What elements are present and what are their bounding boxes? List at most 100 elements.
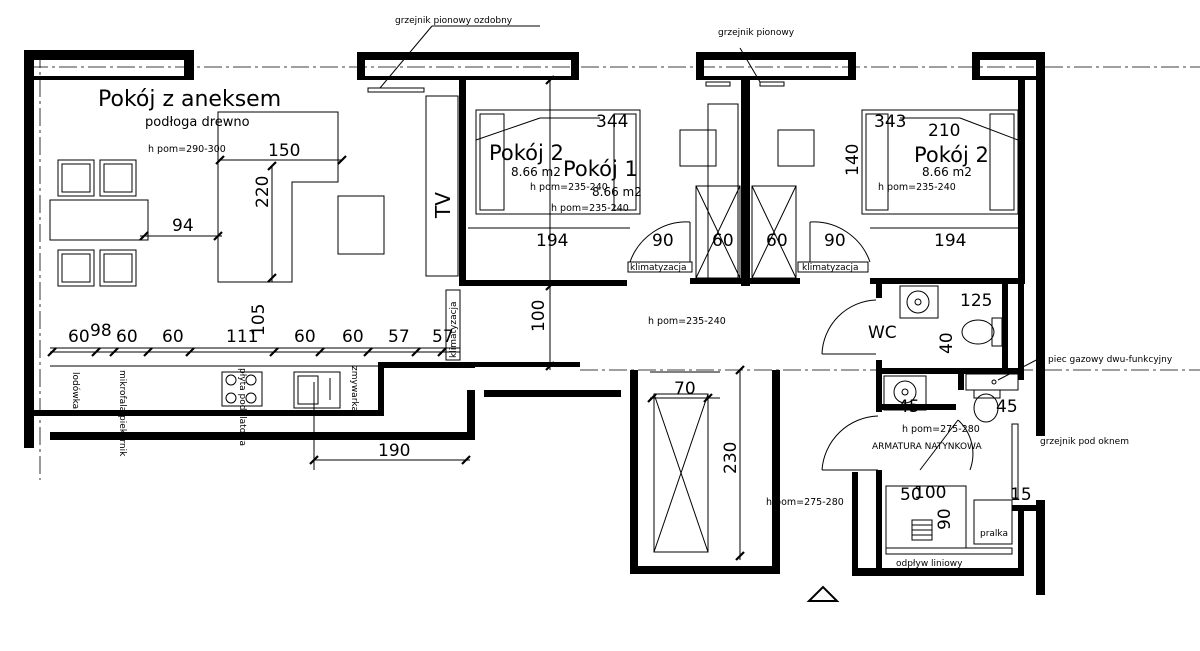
outer-walls [24,50,1045,595]
dim-190: 190 [378,441,410,461]
room-area: 8.66 m2 [922,165,972,179]
dim-111: 111 [226,327,258,347]
room-height: h pom=290-300 [148,144,226,155]
dim-60: 60 [294,327,316,347]
north-arrow-icon [806,585,840,602]
sink-icon [899,285,939,319]
bed [475,109,641,215]
dim-60: 60 [342,327,364,347]
kitchen: 60 98 60 60 111 105 60 60 57 57 lodówka … [47,289,471,470]
room-height: h pom=235-240 [551,203,629,214]
radiator-label: grzejnik pionowy ozdobny [395,16,513,26]
dim-70: 70 [674,379,696,399]
hob-label: płyta podblatowa [237,368,247,446]
dim-100: 100 [529,300,549,332]
living-room: Pokój z aneksem podłoga drewno h pom=290… [49,16,540,287]
room-name: Pokój 2 [914,143,989,167]
dim-57: 57 [388,327,410,347]
bathroom: 45 45 h pom=275-280 ARMATURA NATYNKOWA 5… [821,375,1129,569]
dim-194: 194 [536,231,568,251]
chair [57,249,95,287]
room-name: Pokój z aneksem [98,87,281,112]
dim-125: 125 [960,291,992,311]
wc: WC 125 40 piec gazowy dwu-funkcyjny [821,285,1173,391]
dim-140: 140 [843,144,863,176]
sink-icon [883,375,927,411]
dim-150: 150 [268,141,300,161]
dim-343: 343 [874,112,906,132]
room-name: Pokój 2 [489,141,564,165]
dim-210: 210 [928,121,960,141]
aircon-unit [445,289,461,361]
room-name: WC [868,323,897,343]
dim-60: 60 [766,231,788,251]
dim-60: 60 [162,327,184,347]
room-height: h pom=235-240 [530,182,608,193]
chair [57,159,95,197]
dim-50: 50 [900,485,922,505]
dim-45: 45 [898,397,920,417]
dim-230: 230 [721,442,741,474]
aircon-label: klimatyzacja [449,301,459,358]
shower-door [957,419,974,471]
drain [885,547,1013,555]
drain-label: odpływ liniowy [896,559,963,569]
radiator-window-label: grzejnik pod oknem [1040,437,1129,447]
door-swing-icon [821,299,877,355]
dim-105: 105 [249,304,269,336]
chair [99,249,137,287]
hob [221,371,263,407]
dining-table [49,199,149,241]
hall-height: h pom=235-240 [648,316,726,327]
door-swing-icon [629,221,691,263]
aircon-unit [627,261,693,273]
door-swing-icon [809,221,871,263]
bed [861,109,1019,215]
dim-60: 60 [712,231,734,251]
corridor-height: h pom=275-280 [766,497,844,508]
radiator [367,87,425,93]
dim-90: 90 [652,231,674,251]
dim-57: 57 [432,327,454,347]
wardrobes: 60 60 grzejnik pionowy [679,28,815,283]
aircon-unit [797,261,869,273]
dishwasher-label: zmywarka [349,366,359,412]
inner-walls [459,80,1025,570]
room-floor: podłoga drewno [145,115,250,130]
fixtures-label: ARMATURA NATYNKOWA [872,442,982,452]
toilet-icon [973,393,999,423]
washer [973,499,1013,545]
aircon-label: klimatyzacja [630,263,687,273]
aircon-label: klimatyzacja [802,263,859,273]
tv-label: TV [431,192,455,219]
door-swing-icon [821,415,879,471]
toilet-icon [961,319,995,345]
room-area: 8.66 m2 [511,165,561,179]
coffee-table [337,195,385,255]
washer-label: pralka [980,529,1008,539]
kitchen-sink [293,371,341,409]
dim-45: 45 [996,397,1018,417]
radiator [1011,423,1019,499]
gas-boiler-label: piec gazowy dwu-funkcyjny [1048,355,1173,365]
sofa [217,111,339,283]
room-2: 343 210 140 Pokój 2 8.66 m2 h pom=235-24… [797,109,1019,273]
dim-60: 60 [116,327,138,347]
room-1: Pokój 2 8.66 m2 h pom=235-240 Pokój 1 8.… [468,75,693,371]
dim-98: 98 [90,321,112,341]
corridor: 70 230 h pom=275-280 [647,365,844,561]
dim-60: 60 [68,327,90,347]
room-name: Pokój 1 [563,157,638,181]
dim-40: 40 [937,332,957,354]
dim-15: 15 [1010,485,1032,505]
microwave-label: mikrofala piekarnik [117,370,127,457]
dim-344: 344 [596,112,628,132]
chair [99,159,137,197]
dim-220: 220 [253,176,273,208]
dim-194: 194 [934,231,966,251]
room-area: 8.66 m2 [592,185,642,199]
dim-90: 90 [935,508,955,530]
dim-100: 100 [914,483,946,503]
fridge-label: lodówka [70,372,81,409]
